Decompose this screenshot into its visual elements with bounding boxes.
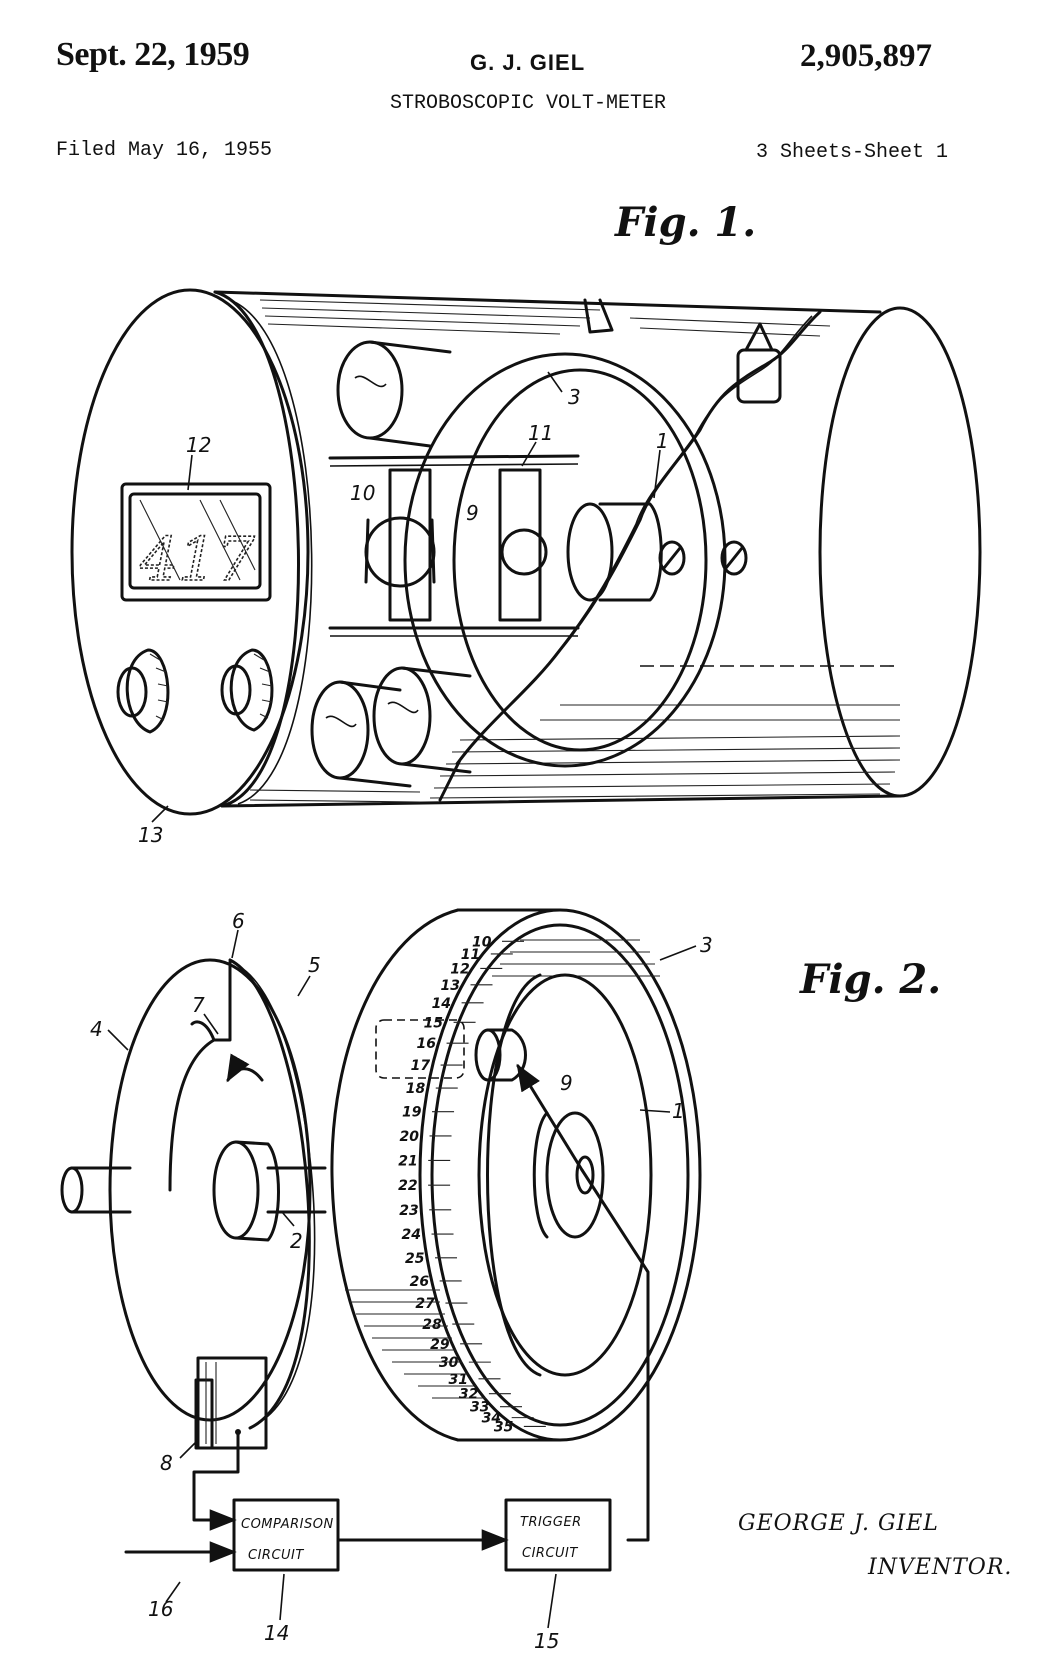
fig2-ref-15: 15 xyxy=(534,1629,559,1653)
scale-label: 21 xyxy=(398,1153,417,1169)
housing-top-hatching xyxy=(259,299,831,337)
scale-label: 12 xyxy=(450,961,469,977)
scale-label: 34 xyxy=(482,1411,501,1427)
knob-right xyxy=(220,648,274,732)
trigger-label-2: CIRCUIT xyxy=(522,1546,578,1561)
front-panel xyxy=(70,288,313,816)
fig1-ref-11: 11 xyxy=(528,421,553,445)
inventor-role: INVENTOR. xyxy=(867,1555,1012,1580)
scale-label: 35 xyxy=(494,1419,514,1435)
inventor-name: GEORGE J. GIEL xyxy=(738,1511,939,1536)
scale-label: 29 xyxy=(430,1337,450,1353)
scale-label: 22 xyxy=(398,1178,417,1194)
disc-hub xyxy=(212,1140,280,1242)
trigger-label-1: TRIGGER xyxy=(520,1515,582,1530)
photocell xyxy=(194,1356,268,1450)
sheet-count: 3 Sheets-Sheet 1 xyxy=(756,141,949,164)
scale-label: 19 xyxy=(402,1105,422,1121)
vacuum-tube xyxy=(736,322,782,404)
shaft xyxy=(60,1166,327,1214)
fig1-ref-10: 10 xyxy=(350,481,375,505)
scale-label: 24 xyxy=(402,1227,421,1243)
figure-1: Fig. 1. xyxy=(70,199,982,847)
fig2-ref-16: 16 xyxy=(148,1597,173,1621)
fig2-ref-8: 8 xyxy=(160,1451,173,1475)
scale-label: 13 xyxy=(441,978,460,994)
patent-number: 2,905,897 xyxy=(800,38,932,74)
scale-label: 28 xyxy=(422,1317,442,1333)
fig2-ref-2: 2 xyxy=(290,1229,303,1253)
fig1-ref-1: 1 xyxy=(656,429,669,453)
scale-label: 11 xyxy=(461,947,480,963)
fig2-ref-4: 4 xyxy=(90,1017,103,1041)
scale-label: 20 xyxy=(400,1129,420,1145)
figure-1-label: Fig. 1. xyxy=(614,199,756,246)
figure-2: Fig. 2. xyxy=(60,908,941,1653)
fig1-ref-12: 12 xyxy=(186,433,211,457)
comparison-label-1: COMPARISON xyxy=(241,1517,334,1532)
scale-drum xyxy=(403,352,727,768)
fig2-ref-9: 9 xyxy=(560,1071,573,1095)
fig2-ref-7: 7 xyxy=(192,993,205,1017)
fig2-ref-14: 14 xyxy=(264,1621,289,1645)
fig2-ref-1: 1 xyxy=(672,1099,685,1123)
screw-left xyxy=(658,540,686,576)
scale-label: 33 xyxy=(470,1400,489,1416)
screw-right xyxy=(720,540,748,576)
fig2-ref-5: 5 xyxy=(308,953,321,977)
fig1-ref-13: 13 xyxy=(138,823,163,847)
display-readout: 417 xyxy=(139,525,255,595)
scale-label: 30 xyxy=(439,1355,459,1371)
scale-label: 31 xyxy=(448,1372,467,1388)
display-window: 417 xyxy=(120,482,272,602)
capacitor-lower-left xyxy=(310,680,412,788)
slotted-disc xyxy=(108,958,316,1430)
trigger-circuit: TRIGGER CIRCUIT xyxy=(504,1498,612,1572)
motor-hub xyxy=(566,502,663,602)
scale-label: 16 xyxy=(417,1036,437,1052)
scale-label: 15 xyxy=(424,1015,444,1031)
scale-label: 27 xyxy=(415,1296,435,1312)
capacitor-upper xyxy=(336,340,452,448)
scale-label: 26 xyxy=(410,1274,430,1290)
scale-drum-fig2 xyxy=(330,908,702,1442)
patent-title: STROBOSCOPIC VOLT-METER xyxy=(390,92,667,115)
scale-label: 25 xyxy=(405,1251,425,1267)
light-source-fig2 xyxy=(375,1019,527,1082)
figure-2-label: Fig. 2. xyxy=(799,956,941,1003)
patent-date: Sept. 22, 1959 xyxy=(56,36,250,73)
comparison-circuit: COMPARISON CIRCUIT xyxy=(232,1498,340,1572)
comparison-label-2: CIRCUIT xyxy=(248,1548,304,1563)
scale-label: 14 xyxy=(432,996,451,1012)
scale-label: 10 xyxy=(472,934,492,950)
trigger-wire xyxy=(580,1168,650,1542)
fig2-ref-3: 3 xyxy=(700,933,713,957)
inventor-header: G. J. GIEL xyxy=(470,50,586,75)
photocell-wire xyxy=(192,1430,240,1531)
fig1-ref-3: 3 xyxy=(568,385,581,409)
filed-date: Filed May 16, 1955 xyxy=(56,139,273,162)
housing-partition xyxy=(583,298,614,334)
light-source xyxy=(500,528,548,576)
scale-label: 18 xyxy=(406,1081,426,1097)
housing-bottom-hatching xyxy=(249,665,901,803)
scale-label: 23 xyxy=(399,1203,418,1219)
scale-label: 32 xyxy=(459,1387,478,1403)
scale-label: 17 xyxy=(411,1058,431,1074)
lens xyxy=(364,516,436,588)
housing-cylinder xyxy=(213,290,982,808)
capacitor-lower-right xyxy=(372,666,472,774)
fig2-ref-6: 6 xyxy=(232,909,245,933)
frame-rails xyxy=(328,454,580,637)
motor-disc-fig2 xyxy=(477,973,653,1377)
fig1-ref-9: 9 xyxy=(466,501,479,525)
rotation-arrow xyxy=(226,1053,264,1083)
knob-left xyxy=(116,648,170,734)
